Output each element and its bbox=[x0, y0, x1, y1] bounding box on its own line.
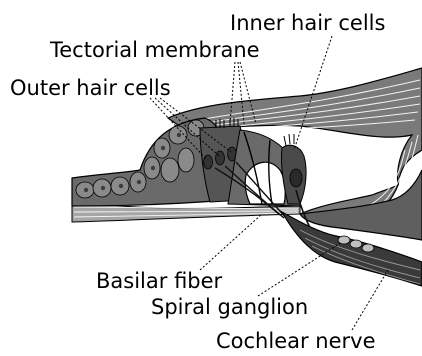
label-cochlear-nerve: Cochlear nerve bbox=[216, 331, 376, 352]
label-basilar-fiber: Basilar fiber bbox=[96, 271, 222, 292]
leader-basilar-fiber bbox=[200, 214, 262, 270]
label-inner-hair-cells: Inner hair cells bbox=[230, 13, 385, 34]
leader-cochlear-nerve bbox=[352, 270, 388, 330]
label-outer-hair-cells: Outer hair cells bbox=[10, 78, 171, 99]
label-spiral-ganglion: Spiral ganglion bbox=[151, 297, 308, 318]
inner-hair-cell bbox=[281, 134, 306, 204]
label-tectorial-membrane: Tectorial membrane bbox=[50, 40, 260, 61]
leader-spiral-ganglion bbox=[258, 242, 342, 296]
